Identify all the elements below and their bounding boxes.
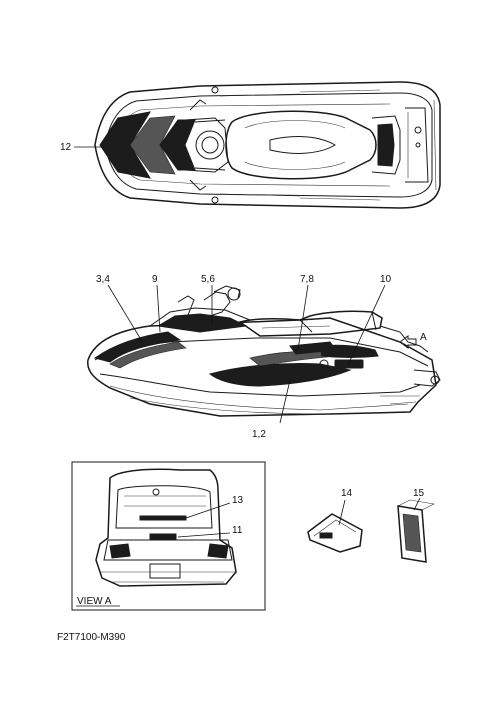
part-14-label-sheet bbox=[307, 513, 363, 553]
callout-13: 13 bbox=[232, 495, 244, 506]
view-arrow-label: A bbox=[420, 332, 427, 343]
view-a-frame bbox=[71, 461, 266, 611]
callout-14: 14 bbox=[341, 488, 353, 499]
view-arrow-a bbox=[399, 335, 417, 349]
callout-5-6: 5,6 bbox=[201, 274, 215, 285]
callout-7-8: 7,8 bbox=[300, 274, 314, 285]
callout-1-2: 1,2 bbox=[252, 429, 266, 440]
callout-10: 10 bbox=[380, 274, 392, 285]
callout-9: 9 bbox=[152, 274, 158, 285]
callout-3-4: 3,4 bbox=[96, 274, 110, 285]
part-15-card bbox=[397, 499, 435, 563]
side-view-watercraft bbox=[87, 285, 441, 417]
callout-11: 11 bbox=[232, 525, 243, 536]
callout-12: 12 bbox=[60, 142, 72, 153]
drawing-code: F2T7100-M390 bbox=[57, 632, 126, 643]
view-a-label: VIEW A bbox=[77, 596, 112, 607]
rear-view-watercraft bbox=[95, 468, 237, 587]
top-view-watercraft bbox=[94, 81, 441, 209]
callout-15: 15 bbox=[413, 488, 425, 499]
